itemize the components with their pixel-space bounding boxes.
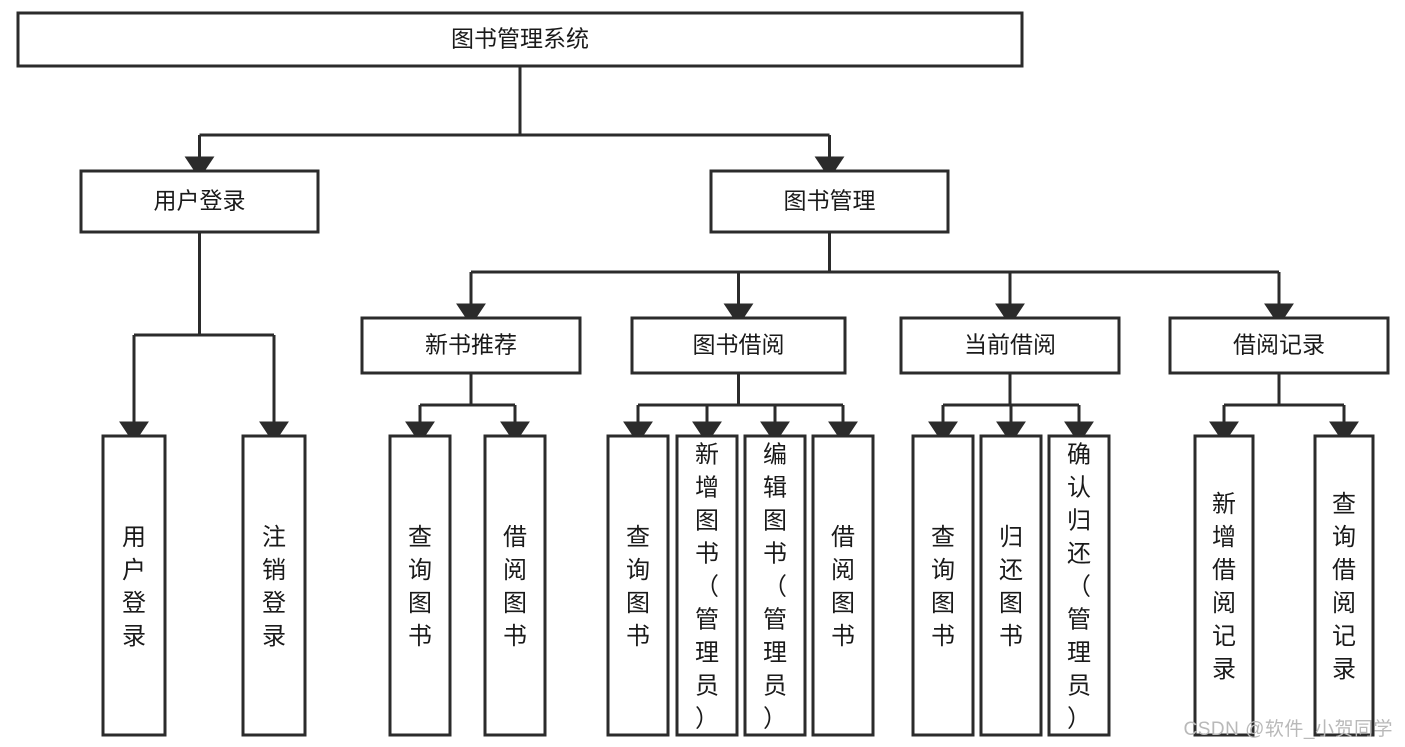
node-leaf-query-book-borrow[interactable]: 查询图书 xyxy=(606,434,670,737)
node-label-leaf-query-book-current: 查询图书 xyxy=(931,524,955,650)
node-leaf-logout-login[interactable]: 注销登录 xyxy=(241,434,307,737)
node-box-leaf-borrow-book[interactable] xyxy=(811,434,875,737)
node-box-book-borrow[interactable] xyxy=(630,316,847,375)
node-label-leaf-edit-book-admin: 编辑图书（管理员） xyxy=(763,442,787,733)
node-label-book-borrow: 图书借阅 xyxy=(693,332,785,358)
node-label-new-book-recommend: 新书推荐 xyxy=(425,332,517,358)
node-box-leaf-query-book-borrow[interactable] xyxy=(606,434,670,737)
node-label-leaf-user-login: 用户登录 xyxy=(122,524,146,650)
node-box-leaf-add-borrow-record[interactable] xyxy=(1193,434,1255,737)
node-box-leaf-query-book-recommend[interactable] xyxy=(388,434,452,737)
node-box-leaf-logout-login[interactable] xyxy=(241,434,307,737)
node-box-user-login[interactable] xyxy=(79,169,320,234)
node-label-leaf-query-borrow-record: 查询借阅记录 xyxy=(1332,491,1356,683)
node-label-book-management: 图书管理 xyxy=(784,188,876,214)
node-layer: 图书管理系统用户登录图书管理新书推荐图书借阅当前借阅借阅记录用户登录注销登录查询… xyxy=(16,11,1390,737)
node-label-leaf-add-book-admin: 新增图书（管理员） xyxy=(695,442,719,733)
node-leaf-confirm-return-admin[interactable]: 确认归还（管理员） xyxy=(1047,434,1111,737)
node-leaf-add-borrow-record[interactable]: 新增借阅记录 xyxy=(1193,434,1255,737)
connector-layer xyxy=(119,66,1359,444)
node-box-new-book-recommend[interactable] xyxy=(360,316,582,375)
node-leaf-borrow-book[interactable]: 借阅图书 xyxy=(811,434,875,737)
node-leaf-query-book-recommend[interactable]: 查询图书 xyxy=(388,434,452,737)
node-label-leaf-query-book-borrow: 查询图书 xyxy=(626,524,650,650)
node-leaf-return-book[interactable]: 归还图书 xyxy=(979,434,1043,737)
node-box-leaf-return-book[interactable] xyxy=(979,434,1043,737)
node-new-book-recommend[interactable]: 新书推荐 xyxy=(360,316,582,375)
node-box-root[interactable] xyxy=(16,11,1024,68)
node-box-borrow-record[interactable] xyxy=(1168,316,1390,375)
node-leaf-edit-book-admin[interactable]: 编辑图书（管理员） xyxy=(743,434,807,737)
node-label-leaf-logout-login: 注销登录 xyxy=(262,524,286,650)
node-current-borrow[interactable]: 当前借阅 xyxy=(899,316,1121,375)
node-leaf-query-borrow-record[interactable]: 查询借阅记录 xyxy=(1313,434,1375,737)
node-box-leaf-query-borrow-record[interactable] xyxy=(1313,434,1375,737)
node-label-current-borrow: 当前借阅 xyxy=(964,332,1056,358)
node-leaf-user-login[interactable]: 用户登录 xyxy=(101,434,167,737)
node-book-borrow[interactable]: 图书借阅 xyxy=(630,316,847,375)
node-user-login[interactable]: 用户登录 xyxy=(79,169,320,234)
node-root[interactable]: 图书管理系统 xyxy=(16,11,1024,68)
node-leaf-query-book-current[interactable]: 查询图书 xyxy=(911,434,975,737)
node-label-leaf-confirm-return-admin: 确认归还（管理员） xyxy=(1067,442,1091,733)
node-label-leaf-borrow-book: 借阅图书 xyxy=(831,524,855,650)
node-label-leaf-borrow-book-recommend: 借阅图书 xyxy=(503,524,527,650)
node-box-leaf-user-login[interactable] xyxy=(101,434,167,737)
node-box-leaf-confirm-return-admin[interactable] xyxy=(1047,434,1111,737)
node-label-leaf-add-borrow-record: 新增借阅记录 xyxy=(1212,491,1236,683)
node-box-leaf-borrow-book-recommend[interactable] xyxy=(483,434,547,737)
node-leaf-add-book-admin[interactable]: 新增图书（管理员） xyxy=(675,434,739,737)
node-box-leaf-add-book-admin[interactable] xyxy=(675,434,739,737)
node-box-current-borrow[interactable] xyxy=(899,316,1121,375)
node-label-leaf-return-book: 归还图书 xyxy=(999,524,1023,650)
node-label-borrow-record: 借阅记录 xyxy=(1233,332,1325,358)
node-box-leaf-edit-book-admin[interactable] xyxy=(743,434,807,737)
node-leaf-borrow-book-recommend[interactable]: 借阅图书 xyxy=(483,434,547,737)
node-box-book-management[interactable] xyxy=(709,169,950,234)
node-label-leaf-query-book-recommend: 查询图书 xyxy=(408,524,432,650)
node-box-leaf-query-book-current[interactable] xyxy=(911,434,975,737)
node-label-root: 图书管理系统 xyxy=(451,26,589,52)
node-label-user-login: 用户登录 xyxy=(154,188,246,214)
node-borrow-record[interactable]: 借阅记录 xyxy=(1168,316,1390,375)
watermark-text: CSDN @软件_小贺同学 xyxy=(1183,719,1393,740)
node-book-management[interactable]: 图书管理 xyxy=(709,169,950,234)
